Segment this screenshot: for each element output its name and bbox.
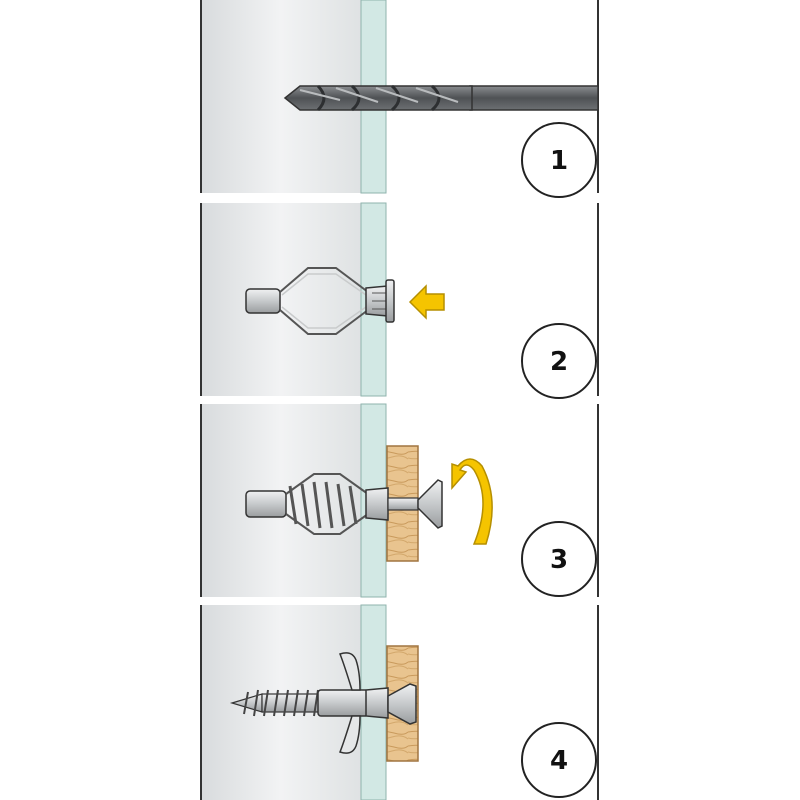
svg-text:3: 3 <box>550 545 568 575</box>
step-3-badge: 3 <box>521 521 597 597</box>
step-2-panel <box>200 202 599 397</box>
step-4-badge: 4 <box>521 722 597 798</box>
step-1-badge: 1 <box>521 122 597 198</box>
rotate-arrow-icon <box>451 458 493 545</box>
screw-icon <box>387 479 443 529</box>
hollow-wall-anchor-icon <box>245 473 389 535</box>
hollow-wall-anchor-icon <box>245 267 395 335</box>
svg-text:2: 2 <box>550 347 568 377</box>
step-3-panel <box>200 403 599 598</box>
drill-bit-icon <box>283 84 599 112</box>
step-4-panel <box>200 604 599 800</box>
step-2-badge: 2 <box>521 323 597 399</box>
step-1-panel <box>200 0 599 194</box>
svg-text:1: 1 <box>550 146 568 176</box>
push-arrow-icon <box>408 284 445 320</box>
svg-text:4: 4 <box>550 746 568 776</box>
hollow-wall-anchor-icon <box>317 652 417 754</box>
screw-icon <box>229 689 323 717</box>
